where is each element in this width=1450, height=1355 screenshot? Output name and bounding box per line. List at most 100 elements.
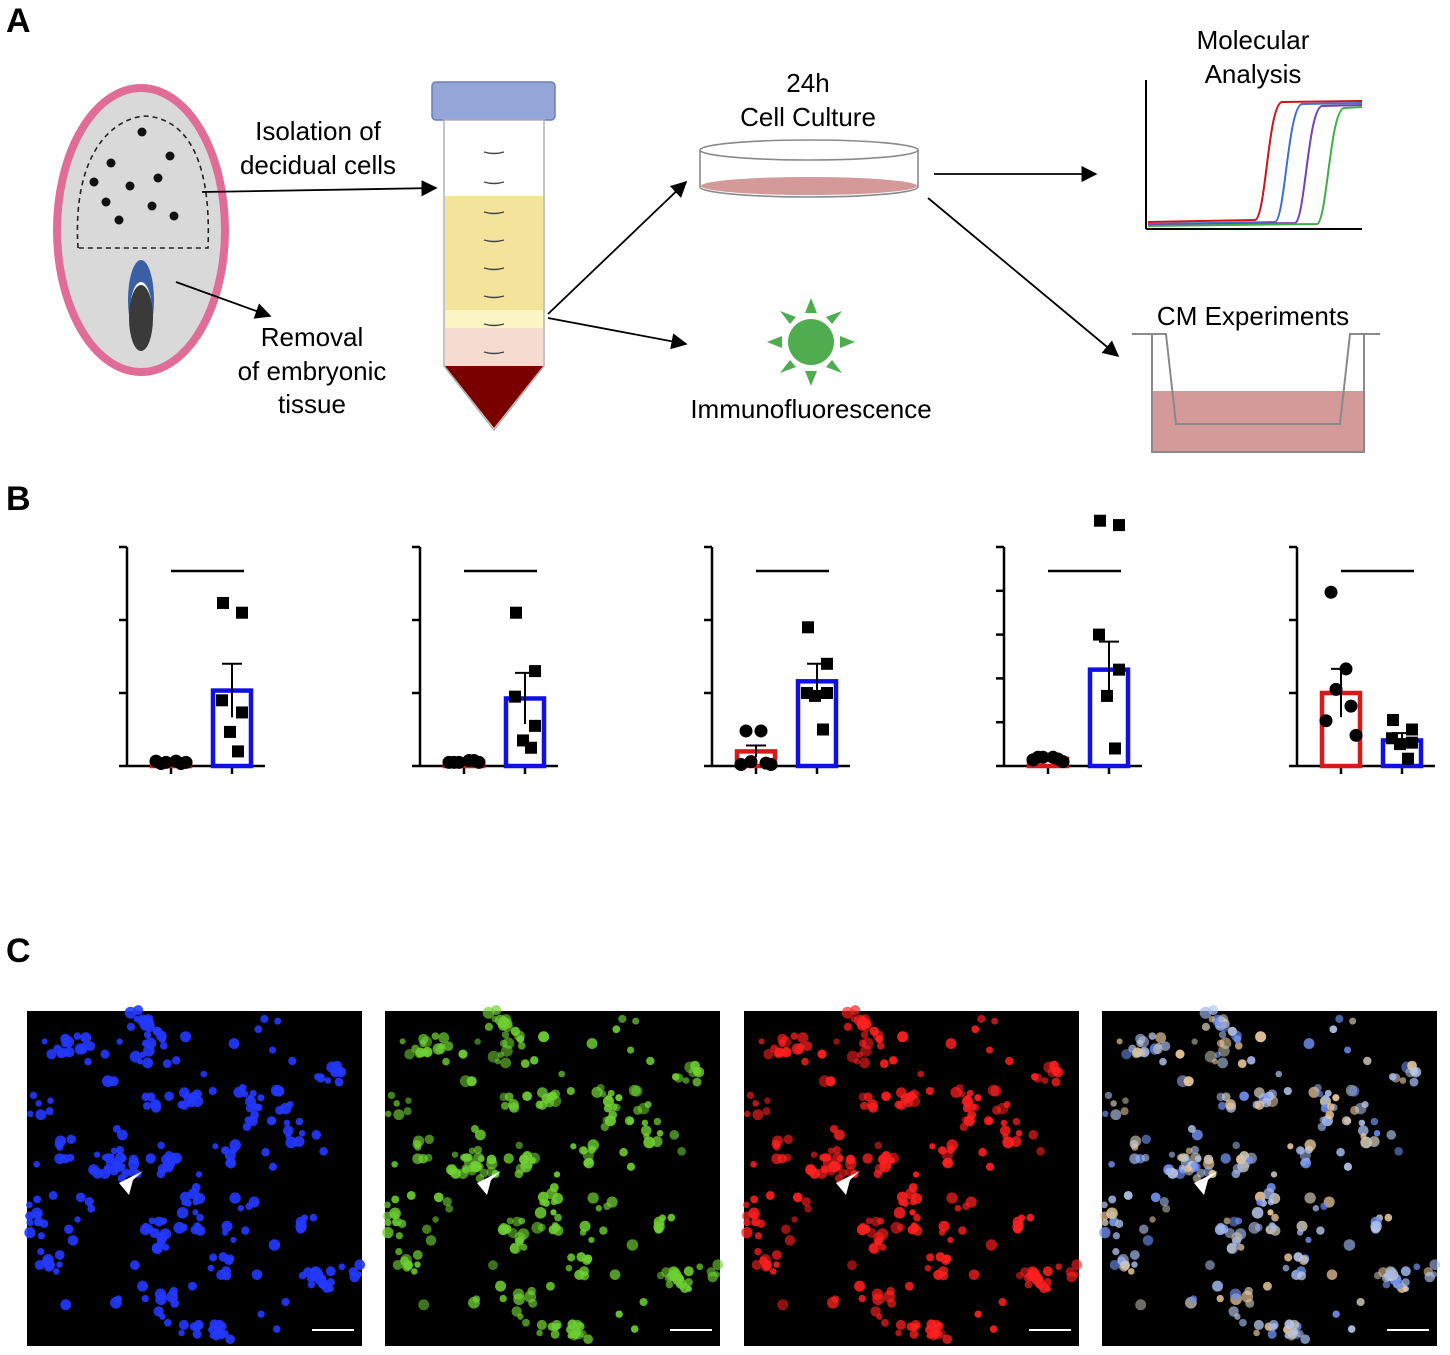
cell — [1000, 1119, 1008, 1127]
cell — [713, 1271, 721, 1278]
cell — [643, 1133, 650, 1140]
cell — [196, 1213, 204, 1222]
cell — [487, 1050, 500, 1063]
cell — [432, 1216, 439, 1223]
cell — [1225, 1099, 1236, 1110]
cell — [133, 1015, 141, 1023]
cell — [529, 1156, 537, 1164]
cell — [865, 1217, 873, 1225]
point-adherent — [1056, 755, 1070, 769]
cell — [781, 1049, 788, 1056]
cell — [225, 1334, 236, 1345]
cell — [1382, 1280, 1391, 1289]
cell — [162, 1059, 172, 1068]
cell — [692, 1077, 702, 1087]
cell — [433, 1192, 444, 1203]
cell — [962, 1202, 970, 1211]
cell — [52, 1268, 60, 1275]
cell — [546, 1188, 558, 1200]
arrow-to-culture — [547, 180, 688, 315]
cell — [158, 1035, 167, 1043]
cell — [90, 1167, 98, 1175]
culture-medium — [701, 177, 917, 195]
cell — [116, 1129, 128, 1141]
cell — [108, 1076, 119, 1087]
cell — [1127, 1268, 1135, 1275]
cell — [395, 1247, 403, 1256]
cell — [251, 1269, 263, 1280]
cell — [1282, 1264, 1290, 1272]
cell — [34, 1259, 45, 1271]
cell — [241, 1226, 250, 1235]
cell — [254, 1025, 263, 1034]
cell — [1356, 1297, 1365, 1307]
cell — [252, 1103, 260, 1111]
panel-letter-c: C — [6, 932, 31, 970]
cell — [1031, 1073, 1039, 1081]
cell — [224, 1255, 234, 1266]
blood-layer — [445, 366, 543, 428]
cell — [501, 1031, 510, 1039]
point-adherent — [452, 755, 466, 769]
cell — [641, 1119, 649, 1127]
cell — [80, 1032, 92, 1044]
cell — [1139, 1224, 1149, 1234]
cell — [212, 1143, 219, 1150]
cell — [121, 1168, 131, 1178]
cell — [1263, 1188, 1275, 1200]
cell — [676, 1278, 687, 1290]
cell — [1072, 1271, 1080, 1278]
cell — [1304, 1192, 1316, 1204]
cell — [335, 1066, 347, 1078]
cell — [1028, 1130, 1039, 1140]
cell — [1275, 1070, 1283, 1078]
cell — [860, 1101, 869, 1110]
cell — [879, 1243, 887, 1251]
cell — [895, 1319, 906, 1330]
cell — [1385, 1266, 1398, 1279]
chart-5 — [1289, 545, 1435, 774]
cell — [178, 1329, 185, 1337]
cell — [458, 1049, 468, 1059]
cell — [404, 1049, 415, 1060]
cell — [909, 1209, 916, 1216]
cell — [29, 1091, 38, 1100]
cell — [266, 1116, 277, 1126]
point-adherent — [472, 755, 486, 769]
panel-c: C — [6, 932, 1441, 1346]
cell — [1071, 1259, 1083, 1271]
cell — [242, 1122, 252, 1132]
cell — [876, 1313, 883, 1320]
cell — [818, 1154, 825, 1161]
cell — [859, 1057, 871, 1069]
cell — [1320, 1104, 1330, 1113]
cell — [274, 1017, 282, 1025]
cell — [1130, 1135, 1142, 1147]
cell — [247, 1094, 254, 1101]
cell — [1190, 1145, 1200, 1154]
cell — [1108, 1160, 1115, 1168]
buffy-layer — [445, 310, 543, 328]
cell — [391, 1211, 399, 1219]
cell — [192, 1209, 199, 1216]
cell — [1229, 1288, 1242, 1300]
cell — [463, 1157, 475, 1168]
cell — [410, 1268, 418, 1275]
cell — [964, 1094, 971, 1101]
cell — [283, 1119, 291, 1127]
cell — [1026, 1213, 1035, 1222]
point-adherent — [159, 755, 173, 769]
cell — [827, 1147, 835, 1155]
cell — [1148, 1032, 1157, 1040]
cell — [1121, 1049, 1132, 1060]
cell — [1108, 1195, 1117, 1204]
cell — [144, 1021, 155, 1033]
cell — [1253, 1319, 1264, 1330]
cell — [926, 1319, 937, 1330]
cell — [100, 1049, 110, 1059]
cell — [924, 1264, 932, 1272]
cell — [517, 1313, 524, 1320]
cell — [164, 1318, 172, 1327]
culture-label-2: Cell Culture — [740, 102, 876, 132]
cell — [858, 1092, 868, 1102]
